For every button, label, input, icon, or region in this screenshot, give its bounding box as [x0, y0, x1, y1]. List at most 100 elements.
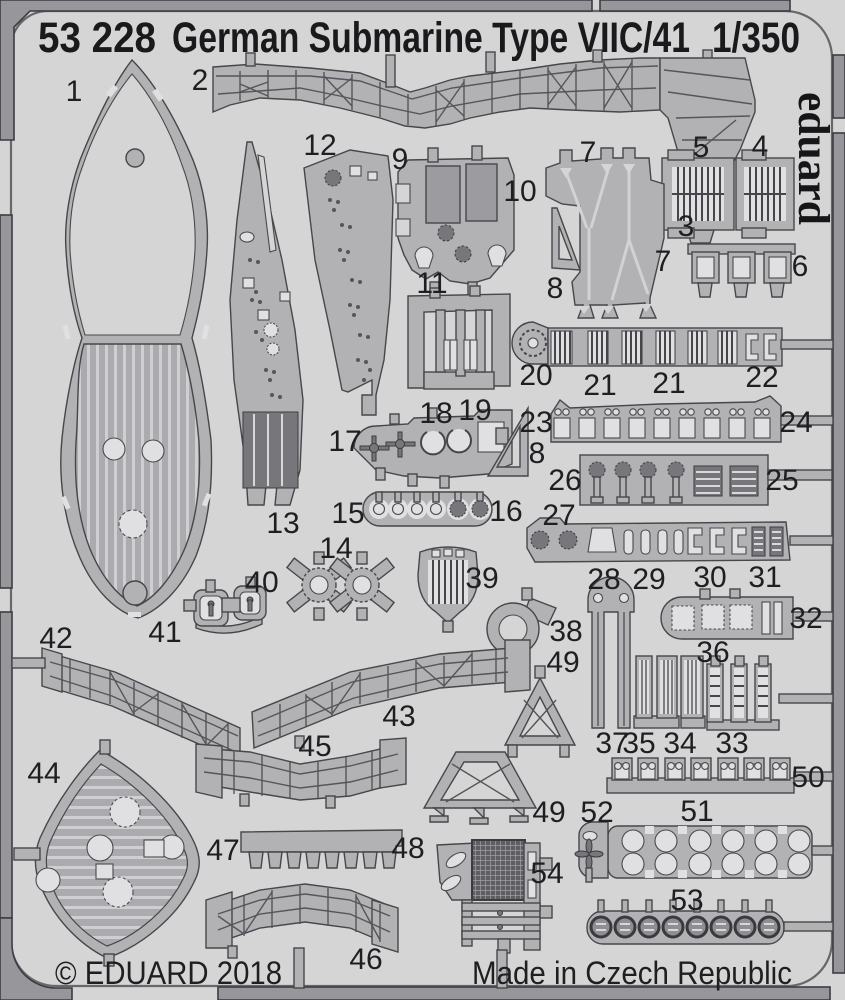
frame-top-left [0, 0, 593, 141]
part-label-44: 44 [27, 757, 60, 790]
part-label-7: 7 [655, 245, 672, 278]
frame-left-upper [0, 214, 13, 589]
part-label-17: 17 [328, 425, 361, 458]
part-17-axles [359, 431, 416, 462]
part-label-9: 9 [392, 143, 409, 176]
part-label-45: 45 [298, 730, 331, 763]
part-19-door [477, 421, 509, 453]
part-46-railing [205, 883, 399, 989]
part-47-48-comb [240, 829, 403, 869]
frame-bottom [217, 986, 831, 1000]
part-13-deck-strip [229, 141, 304, 506]
footer-origin: Made in Czech Republic [472, 955, 792, 991]
frame-top-right [599, 0, 791, 12]
part-label-7: 7 [580, 136, 597, 169]
part-9-10-brackets [395, 145, 515, 296]
part-18-hooks [420, 429, 472, 456]
part-label-42: 42 [39, 622, 72, 655]
part-50-strip [606, 757, 795, 794]
part-1-bow-deck [60, 58, 213, 619]
part-label-34: 34 [663, 727, 696, 760]
part-2-sprue-tabs [245, 49, 713, 88]
part-label-25: 25 [765, 464, 798, 497]
part-33-ladders [706, 655, 780, 731]
part-7-brace [545, 147, 665, 319]
part-label-36: 36 [696, 636, 729, 669]
part-8-triangle [551, 207, 582, 271]
part-49-aframe-small [503, 665, 577, 758]
part-label-30: 30 [693, 561, 726, 594]
part-label-3: 3 [678, 210, 695, 243]
part-label-54: 54 [530, 857, 563, 890]
part-label-41: 41 [148, 616, 181, 649]
part-25-grilles [693, 465, 759, 497]
frame-bottom-left [0, 917, 73, 1000]
part-label-15: 15 [331, 497, 364, 530]
frame-connection-stubs [11, 339, 834, 989]
part-label-47: 47 [206, 834, 239, 867]
part-4-grating [735, 149, 795, 239]
part-34-grate [680, 655, 706, 729]
part-label-50: 50 [791, 761, 824, 794]
part-label-38: 38 [549, 615, 582, 648]
part-25-26-strip [579, 454, 833, 506]
frame-right-upper [832, 54, 845, 119]
part-54-platform [436, 839, 553, 954]
part-label-11: 11 [416, 267, 447, 300]
frame-left-lower [0, 611, 13, 919]
part-label-22: 22 [745, 361, 778, 394]
part-2-railing [212, 49, 713, 129]
part-label-5: 5 [693, 131, 710, 164]
part-39-shield [417, 546, 479, 633]
part-label-29: 29 [632, 563, 665, 596]
part-label-32: 32 [789, 602, 822, 635]
sheet-code: 53 228 [38, 14, 156, 62]
part-label-16: 16 [489, 495, 522, 528]
part-5-grating [661, 149, 735, 239]
part-label-23: 23 [519, 406, 552, 439]
hinge-elements [553, 408, 771, 439]
part-35-grates [633, 655, 680, 729]
part-label-1: 1 [66, 75, 83, 108]
part-label-48: 48 [391, 832, 424, 865]
part-label-35: 35 [622, 727, 655, 760]
part-6-clips [687, 243, 796, 298]
part-12-deck-strip [303, 149, 394, 416]
part-label-37: 37 [595, 727, 628, 760]
part-label-27: 27 [542, 499, 575, 532]
part-21-grates [550, 330, 738, 365]
part-37-rails [587, 576, 635, 729]
part-1-tab-cuts [60, 84, 212, 617]
part-44-stern-deck [13, 739, 200, 967]
part-label-53: 53 [670, 884, 703, 917]
part-label-49: 49 [546, 646, 579, 679]
part-label-43: 43 [382, 700, 415, 733]
part-label-52: 52 [580, 796, 613, 829]
part-11-frame [407, 285, 511, 390]
part-26-bolts [588, 461, 685, 504]
part-label-6: 6 [792, 250, 809, 283]
part-label-21: 21 [652, 367, 685, 400]
part-label-4: 4 [752, 130, 769, 163]
part-17-18-19-bar [353, 407, 513, 489]
part-27-strip [526, 517, 791, 563]
part-label-31: 31 [748, 561, 781, 594]
part-14-x-brackets [285, 551, 396, 621]
footer-copyright: © EDUARD 2018 [55, 955, 282, 991]
part-8b-wedge [486, 405, 529, 477]
part-20-21-22-strip [511, 321, 783, 367]
part-51-floats [607, 825, 813, 879]
part-label-8: 8 [547, 272, 564, 305]
part-49-aframe-large [422, 751, 538, 825]
part-label-39: 39 [465, 562, 498, 595]
part-36-32-strip [660, 588, 794, 640]
part-label-18: 18 [419, 397, 452, 430]
part-23-24-strip [550, 395, 782, 443]
part-label-12: 12 [303, 129, 336, 162]
part-15-16-posts [362, 491, 493, 527]
part-label-26: 26 [548, 464, 581, 497]
part-label-49: 49 [532, 796, 565, 829]
part-label-51: 51 [680, 795, 713, 828]
